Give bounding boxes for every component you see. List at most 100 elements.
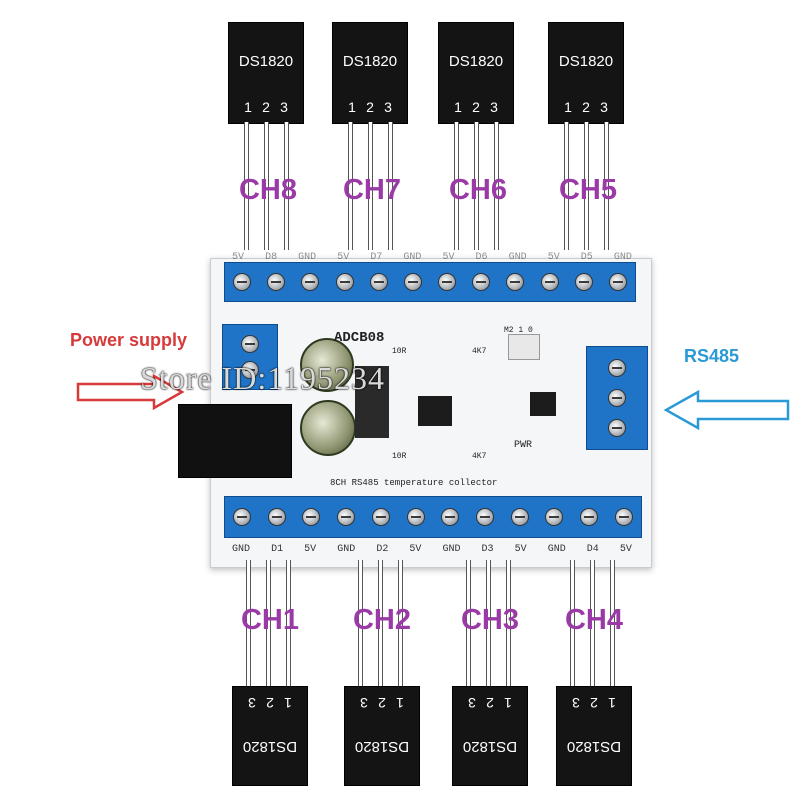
sensor-model: DS1820 (354, 738, 410, 755)
sensor-leg (610, 560, 615, 686)
pin-number: 1 (564, 99, 572, 115)
bottom-terminal-block (224, 496, 642, 538)
pin-number: 1 (504, 695, 512, 711)
inductor-component (355, 366, 389, 438)
terminal-screw (371, 508, 390, 526)
pin-label: D3 (481, 544, 494, 555)
sensor-leg (358, 560, 363, 686)
pin-numbers: 1 2 3 (463, 695, 517, 711)
sensor-leg (286, 560, 291, 686)
mcu-chip (418, 396, 452, 426)
pin-number: 3 (280, 99, 288, 115)
sensor-leg (264, 122, 269, 250)
pin-label: 5V (337, 252, 350, 263)
pin-number: 2 (590, 695, 598, 711)
sensor-leg (474, 122, 479, 250)
pin-label: D6 (475, 252, 488, 263)
pin-label: GND (337, 544, 356, 555)
sensor-leg (398, 560, 403, 686)
terminal-screw (506, 273, 525, 291)
terminal-screw (574, 273, 593, 291)
pin-number: 2 (378, 695, 386, 711)
board-description: 8CH RS485 temperature collector (330, 478, 498, 488)
pin-number: 2 (266, 695, 274, 711)
pin-number: 3 (490, 99, 498, 115)
sensor-leg (466, 560, 471, 686)
board-model-label: ADCB08 (334, 330, 385, 346)
pin-number: 2 (582, 99, 590, 115)
pin-number: 2 (366, 99, 374, 115)
sensor-model: DS1820 (566, 738, 622, 755)
pin-label: GND (508, 252, 527, 263)
terminal-screw (476, 508, 495, 526)
electrolytic-capacitor (300, 338, 354, 392)
pin-label: 5V (547, 252, 560, 263)
top-pin-labels: 5V D8 GND 5V D7 GND 5V D6 GND 5V D5 GND (232, 252, 632, 263)
pin-label: GND (232, 544, 251, 555)
terminal-screw (267, 273, 286, 291)
pin-label: GND (547, 544, 566, 555)
pin-label: GND (298, 252, 317, 263)
pin-label: D7 (370, 252, 383, 263)
pin-numbers: 1 2 3 (239, 99, 293, 115)
pin-number: 1 (454, 99, 462, 115)
power-supply-label: Power supply (70, 330, 188, 350)
rs485-arrow-icon (664, 390, 790, 430)
terminal-screw (510, 508, 529, 526)
sensor-package: DS1820 1 2 3 (228, 22, 304, 124)
power-led-label: PWR (514, 440, 533, 451)
resistor-label: 10R (392, 452, 407, 461)
mode-jumper-header (508, 334, 540, 360)
terminal-screw (545, 508, 564, 526)
pin-label: D5 (580, 252, 593, 263)
pin-label: 5V (514, 544, 527, 555)
pin-numbers: 1 2 3 (559, 99, 613, 115)
sensor-model: DS1820 (462, 738, 518, 755)
pin-label: D1 (271, 544, 284, 555)
terminal-screw (301, 273, 320, 291)
sensor-package: DS1820 1 2 3 (548, 22, 624, 124)
resistor-label: 10R (392, 347, 407, 356)
terminal-screw (241, 335, 259, 353)
sensor-leg (378, 560, 383, 686)
pin-label: D8 (265, 252, 278, 263)
pin-label: GND (613, 252, 632, 263)
terminal-screw (233, 508, 251, 526)
pin-label: GND (442, 544, 461, 555)
pin-number: 1 (396, 695, 404, 711)
sensor-leg (368, 122, 373, 250)
channel-label: CH1 (240, 604, 299, 636)
pin-label: D2 (376, 544, 389, 555)
pin-numbers: 1 2 3 (343, 99, 397, 115)
pin-label: 5V (304, 544, 317, 555)
terminal-screw (337, 508, 356, 526)
sensor-leg (284, 122, 289, 250)
sensor-package: DS1820 1 2 3 (332, 22, 408, 124)
channel-label: CH4 (564, 604, 623, 636)
sensor-leg (570, 560, 575, 686)
pin-number: 1 (244, 99, 252, 115)
pin-numbers: 1 2 3 (449, 99, 503, 115)
terminal-screw (608, 359, 626, 377)
pin-numbers: 1 2 3 (567, 695, 621, 711)
sensor-model: DS1820 (242, 738, 298, 755)
pin-number: 3 (600, 99, 608, 115)
sensor-package: DS1820 1 2 3 (344, 686, 420, 786)
pin-number: 3 (360, 695, 368, 711)
terminal-screw (403, 273, 422, 291)
pin-number: 3 (468, 695, 476, 711)
bottom-pin-labels: GND D1 5V GND D2 5V GND D3 5V GND D4 5V (232, 544, 632, 555)
resistor-label: 4K7 (472, 452, 487, 461)
sensor-leg (266, 560, 271, 686)
pin-number: 3 (248, 695, 256, 711)
resistor-label: 4K7 (472, 347, 487, 356)
terminal-screw (608, 273, 627, 291)
terminal-screw (614, 508, 633, 526)
sensor-leg (564, 122, 569, 250)
rs485-terminal-block (586, 346, 648, 450)
pin-label: D4 (586, 544, 599, 555)
sensor-package: DS1820 1 2 3 (438, 22, 514, 124)
terminal-screw (580, 508, 599, 526)
channel-label: CH2 (352, 604, 411, 636)
pin-number: 3 (384, 99, 392, 115)
